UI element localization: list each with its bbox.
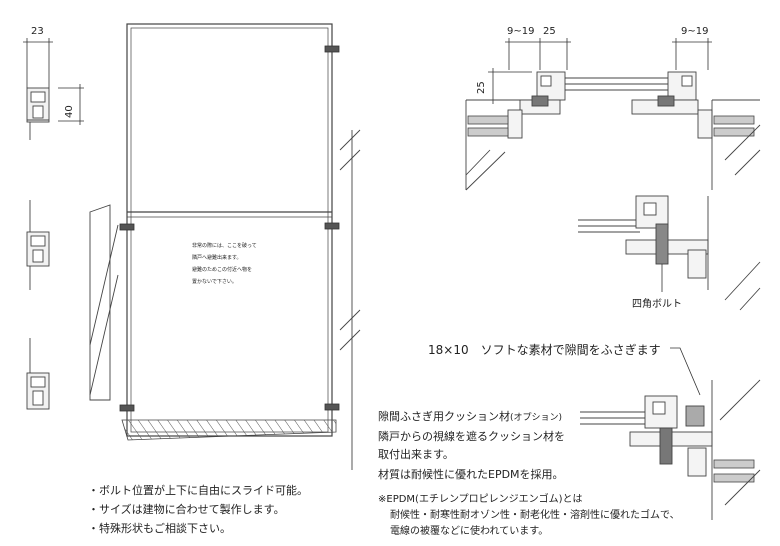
description-main: 隙間ふさぎ用クッション材 bbox=[378, 410, 510, 423]
note-3: ・特殊形状もご相談下さい。 bbox=[88, 522, 231, 535]
description-line-4: 材質は耐候性に優れたEPDMを採用。 bbox=[378, 468, 564, 481]
profile-section-2 bbox=[26, 200, 50, 290]
description-option: (オプション) bbox=[510, 413, 563, 423]
soft-material-label: 18×10 ソフトな素材で隙間をふさぎます bbox=[428, 343, 661, 357]
right-gap-label: 9~19 bbox=[681, 26, 709, 37]
sign-line-3: 避難のためこの付近へ物を bbox=[192, 267, 253, 273]
footnote-line-2: 耐候性・耐寒性耐オゾン性・耐老化性・溶剤性に優れたゴムで、 bbox=[390, 510, 680, 521]
sign-line-1: 非常の際には、ここを破って bbox=[192, 243, 257, 249]
wall-hatch-top-right bbox=[465, 124, 761, 191]
section-height-label: 25 bbox=[476, 81, 487, 94]
note-1: ・ボルト位置が上下に自由にスライド可能。 bbox=[88, 484, 308, 497]
profile-section-3 bbox=[26, 338, 50, 410]
left-gap-label: 9~19 bbox=[507, 26, 535, 37]
footnote-line-1: ※EPDM(エチレンプロピレンジエンゴム)とは bbox=[378, 494, 583, 505]
wall-hatch-left bbox=[89, 204, 119, 401]
wall-hatch-mid-right bbox=[724, 261, 761, 311]
cushion-detail bbox=[580, 380, 713, 520]
wall-hatch-bottom-right bbox=[719, 379, 761, 506]
description-line-3: 取付出来ます。 bbox=[378, 448, 454, 461]
square-bolt-label: 四角ボルト bbox=[632, 299, 682, 310]
profile-width-label: 23 bbox=[31, 26, 44, 37]
profile-section-1 bbox=[26, 87, 50, 140]
left-width-label: 25 bbox=[543, 26, 556, 37]
panel-frame bbox=[126, 23, 333, 437]
note-2: ・サイズは建物に合わせて製作します。 bbox=[88, 503, 285, 516]
soft-material-leader bbox=[670, 347, 701, 396]
profile-dimension-lines bbox=[23, 38, 84, 125]
section-top-assembly bbox=[465, 71, 760, 190]
sign-line-2: 隣戸へ避難出来ます。 bbox=[192, 255, 242, 261]
description-line-2: 隣戸からの視線を遮るクッション材を bbox=[378, 430, 565, 443]
wall-hatch-right bbox=[339, 129, 361, 470]
anchor-bolts-top bbox=[467, 115, 755, 137]
square-bolt-detail bbox=[578, 195, 709, 290]
floor-hatch bbox=[121, 419, 337, 441]
evacuation-sign bbox=[186, 232, 276, 292]
panel-brackets bbox=[119, 45, 340, 412]
sign-line-4: 置かないで下さい。 bbox=[192, 279, 237, 285]
footnote-line-3: 電線の被覆などに使われています。 bbox=[390, 526, 549, 537]
profile-height-label: 40 bbox=[64, 105, 75, 118]
anchor-bolts-bottom bbox=[713, 459, 755, 483]
description-line-1: 隙間ふさぎ用クッション材(オプション) bbox=[378, 408, 562, 424]
